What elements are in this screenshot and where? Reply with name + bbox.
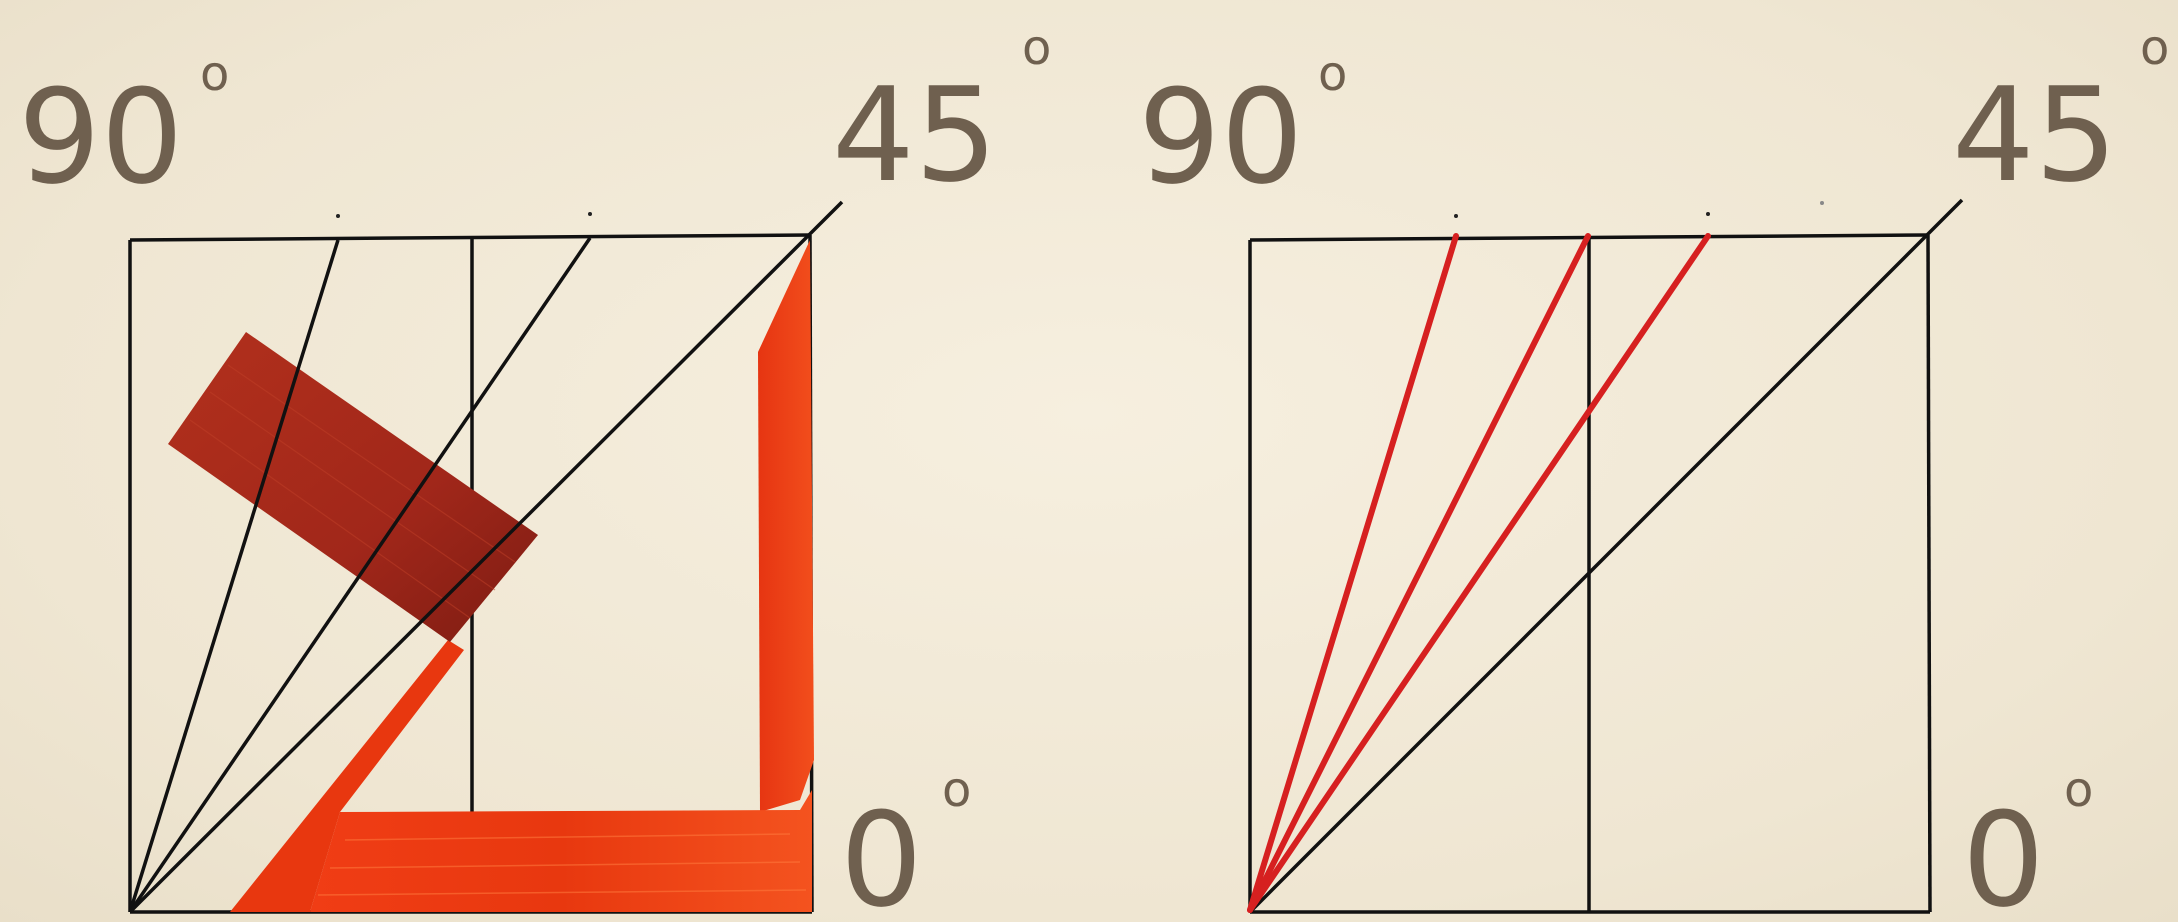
right-red-line-1	[1247, 233, 1459, 913]
right-degree-mark-90: o	[1318, 46, 1347, 102]
left-tape-group	[168, 240, 814, 912]
left-label-45: 45	[832, 59, 997, 211]
left-line-45	[128, 200, 844, 914]
right-red-lines	[1247, 233, 1711, 913]
left-diagram: 90 o 45 o 0 o	[18, 20, 1051, 922]
left-diagonal-tape	[230, 640, 464, 912]
right-tick-3	[1820, 201, 1824, 205]
left-degree-mark-90: o	[200, 46, 229, 102]
left-degree-mark-45: o	[1022, 20, 1051, 76]
left-bottom-tape	[310, 790, 812, 912]
left-tick-1	[336, 214, 340, 218]
right-line-45	[1248, 198, 1964, 914]
left-tick-2	[588, 212, 592, 216]
right-diagram: 90 o 45 o 0 o	[1138, 20, 2169, 922]
left-line-b	[128, 237, 592, 913]
left-angle-lines	[128, 200, 844, 914]
right-label-0: 0	[1962, 784, 2045, 922]
left-label-0: 0	[840, 784, 923, 922]
left-rotated-tape	[168, 332, 538, 642]
left-label-90: 90	[18, 61, 183, 213]
right-red-line-3	[1247, 233, 1711, 913]
right-degree-mark-0: o	[2064, 762, 2093, 818]
left-line-a	[128, 239, 340, 913]
right-tick-1	[1454, 214, 1458, 218]
right-label-90: 90	[1138, 61, 1303, 213]
right-degree-mark-45: o	[2140, 20, 2169, 76]
left-vertical-tape	[758, 240, 814, 812]
right-red-line-2	[1247, 233, 1591, 913]
left-degree-mark-0: o	[942, 762, 971, 818]
right-tick-2	[1706, 212, 1710, 216]
right-label-45: 45	[1952, 59, 2117, 211]
